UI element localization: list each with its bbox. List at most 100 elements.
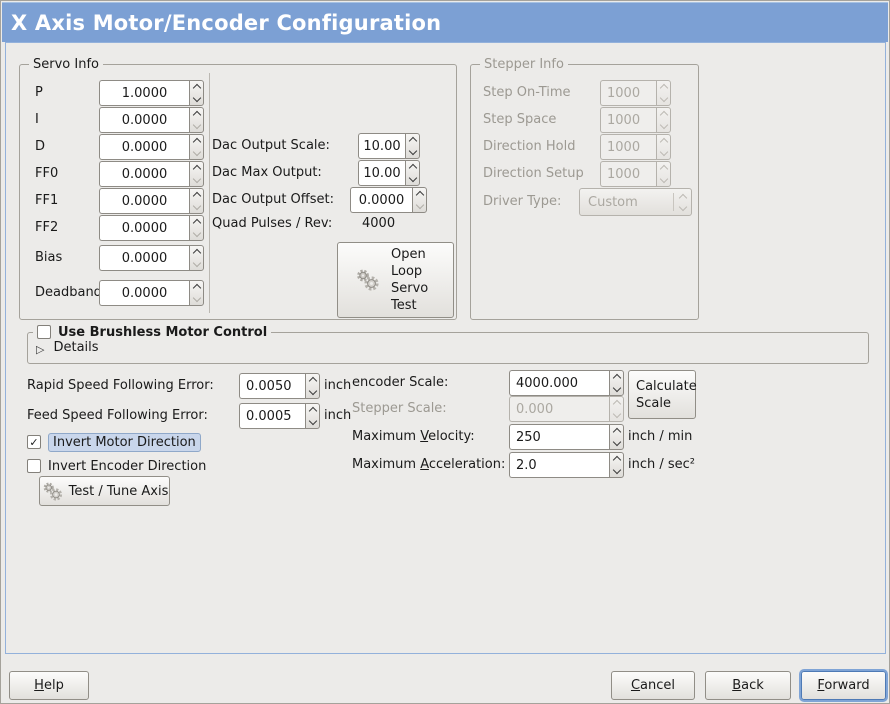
maximum-acceleration-spinner[interactable] bbox=[609, 452, 624, 478]
deadband-input[interactable]: 0.0000 bbox=[99, 280, 189, 306]
stepper-info-legend: Stepper Info bbox=[480, 56, 568, 73]
spin-down-icon bbox=[192, 258, 201, 268]
deadband-spinbox: 0.0000 bbox=[99, 280, 204, 306]
bias-label: Bias bbox=[35, 250, 63, 265]
i-spinner[interactable] bbox=[189, 107, 204, 133]
ff1-input[interactable]: 0.0000 bbox=[99, 188, 189, 214]
dac-max-output-spinner[interactable] bbox=[405, 160, 420, 186]
encoder-scale-input[interactable]: 4000.000 bbox=[509, 370, 609, 396]
dac-max-output-spinbox: 10.00 bbox=[358, 160, 420, 186]
ff2-input[interactable]: 0.0000 bbox=[99, 215, 189, 241]
spin-up-icon bbox=[192, 164, 201, 174]
open-loop-servo-test-label: Open Loop Servo Test bbox=[391, 247, 429, 313]
spin-up-icon bbox=[192, 283, 201, 293]
spin-down-icon bbox=[192, 228, 201, 238]
maximum-acceleration-label: Maximum Acceleration: bbox=[352, 457, 506, 472]
details-label: Details bbox=[53, 340, 99, 355]
stepper-info-frame: Stepper Info Step On-Time Step Space Dir… bbox=[470, 56, 699, 320]
dac-output-offset-input[interactable]: 0.0000 bbox=[350, 187, 412, 213]
ff1-label: FF1 bbox=[35, 193, 59, 208]
encoder-scale-spinbox: 4000.000 bbox=[509, 370, 624, 396]
i-input[interactable]: 0.0000 bbox=[99, 107, 189, 133]
dac-max-output-input[interactable]: 10.00 bbox=[358, 160, 405, 186]
p-label: P bbox=[35, 85, 43, 100]
d-spinner[interactable] bbox=[189, 134, 204, 160]
dac-output-scale-input[interactable]: 10.00 bbox=[358, 133, 405, 159]
spin-up-icon bbox=[612, 455, 621, 465]
maximum-acceleration-input[interactable]: 2.0 bbox=[509, 452, 609, 478]
stepper-scale-input: 0.000 bbox=[509, 396, 609, 422]
feed-following-error-input[interactable]: 0.0005 bbox=[239, 403, 305, 429]
spin-down-icon bbox=[612, 409, 621, 419]
spin-down-icon bbox=[408, 146, 417, 156]
ff0-label: FF0 bbox=[35, 166, 59, 181]
deadband-spinner[interactable] bbox=[189, 280, 204, 306]
spin-down-icon bbox=[659, 174, 668, 184]
direction-hold-label: Direction Hold bbox=[483, 139, 576, 154]
spin-down-icon bbox=[192, 147, 201, 157]
forward-button-label: Forward bbox=[817, 678, 870, 693]
p-spinner[interactable] bbox=[189, 80, 204, 106]
rapid-following-error-spinner[interactable] bbox=[305, 373, 320, 399]
feed-following-error-spinner[interactable] bbox=[305, 403, 320, 429]
invert-motor-direction-row: Invert Motor Direction bbox=[27, 432, 201, 452]
feed-following-error-unit: inch bbox=[324, 408, 352, 423]
gears-icon bbox=[41, 480, 65, 503]
spin-up-icon bbox=[415, 190, 424, 200]
calculate-scale-button[interactable]: Calculate Scale bbox=[628, 370, 697, 419]
quad-pulses-label: Quad Pulses / Rev: bbox=[212, 216, 333, 231]
spin-down-icon bbox=[192, 174, 201, 184]
help-button[interactable]: Help bbox=[9, 671, 89, 700]
spin-up-icon bbox=[408, 163, 417, 173]
forward-button[interactable]: Forward bbox=[801, 671, 886, 700]
use-brushless-motor-control-label: Use Brushless Motor Control bbox=[58, 324, 268, 340]
maximum-velocity-label: Maximum Velocity: bbox=[352, 429, 475, 444]
dac-output-offset-spinner[interactable] bbox=[412, 187, 427, 213]
invert-motor-direction-checkbox[interactable] bbox=[27, 435, 41, 449]
d-input[interactable]: 0.0000 bbox=[99, 134, 189, 160]
ff2-spinner[interactable] bbox=[189, 215, 204, 241]
bias-input[interactable]: 0.0000 bbox=[99, 245, 189, 271]
invert-motor-direction-label[interactable]: Invert Motor Direction bbox=[48, 432, 201, 452]
step-on-time-spinner bbox=[656, 80, 671, 106]
maximum-velocity-unit: inch / min bbox=[628, 429, 693, 444]
driver-type-select: Custom bbox=[579, 188, 692, 216]
deadband-label: Deadband bbox=[35, 285, 102, 300]
spin-down-icon bbox=[408, 173, 417, 183]
back-button[interactable]: Back bbox=[705, 671, 791, 700]
bias-spinner[interactable] bbox=[189, 245, 204, 271]
details-expander[interactable]: Details bbox=[36, 338, 99, 357]
combo-arrows-icon bbox=[674, 193, 691, 211]
maximum-velocity-input[interactable]: 250 bbox=[509, 424, 609, 450]
maximum-velocity-spinbox: 250 inch / min bbox=[509, 424, 692, 450]
ff1-spinner[interactable] bbox=[189, 188, 204, 214]
content-area: Servo Info P I D FF0 FF1 FF2 Bias Deadba… bbox=[5, 42, 886, 654]
direction-setup-spinbox: 1000 bbox=[600, 161, 671, 187]
spin-down-icon bbox=[192, 120, 201, 130]
rapid-following-error-input[interactable]: 0.0050 bbox=[239, 373, 305, 399]
invert-encoder-direction-checkbox[interactable] bbox=[27, 459, 41, 473]
spin-down-icon bbox=[192, 93, 201, 103]
ff0-spinner[interactable] bbox=[189, 161, 204, 187]
cancel-button-label: Cancel bbox=[630, 678, 676, 693]
step-on-time-spinbox: 1000 bbox=[600, 80, 671, 106]
ff0-input[interactable]: 0.0000 bbox=[99, 161, 189, 187]
invert-encoder-direction-label[interactable]: Invert Encoder Direction bbox=[48, 458, 207, 474]
use-brushless-motor-control-checkbox[interactable] bbox=[37, 325, 51, 339]
test-tune-axis-button[interactable]: Test / Tune Axis bbox=[39, 476, 170, 506]
direction-setup-spinner bbox=[656, 161, 671, 187]
cancel-button[interactable]: Cancel bbox=[611, 671, 695, 700]
direction-hold-spinbox: 1000 bbox=[600, 134, 671, 160]
spin-up-icon bbox=[192, 137, 201, 147]
feed-following-error-spinbox: 0.0005 inch bbox=[239, 403, 351, 429]
encoder-scale-spinner[interactable] bbox=[609, 370, 624, 396]
open-loop-servo-test-button[interactable]: Open Loop Servo Test bbox=[337, 242, 454, 318]
ff1-spinbox: 0.0000 bbox=[99, 188, 204, 214]
p-input[interactable]: 1.0000 bbox=[99, 80, 189, 106]
maximum-velocity-spinner[interactable] bbox=[609, 424, 624, 450]
page-title: X Axis Motor/Encoder Configuration bbox=[11, 10, 442, 35]
spin-down-icon bbox=[415, 200, 424, 210]
dac-output-scale-spinner[interactable] bbox=[405, 133, 420, 159]
p-spinbox: 1.0000 bbox=[99, 80, 204, 106]
